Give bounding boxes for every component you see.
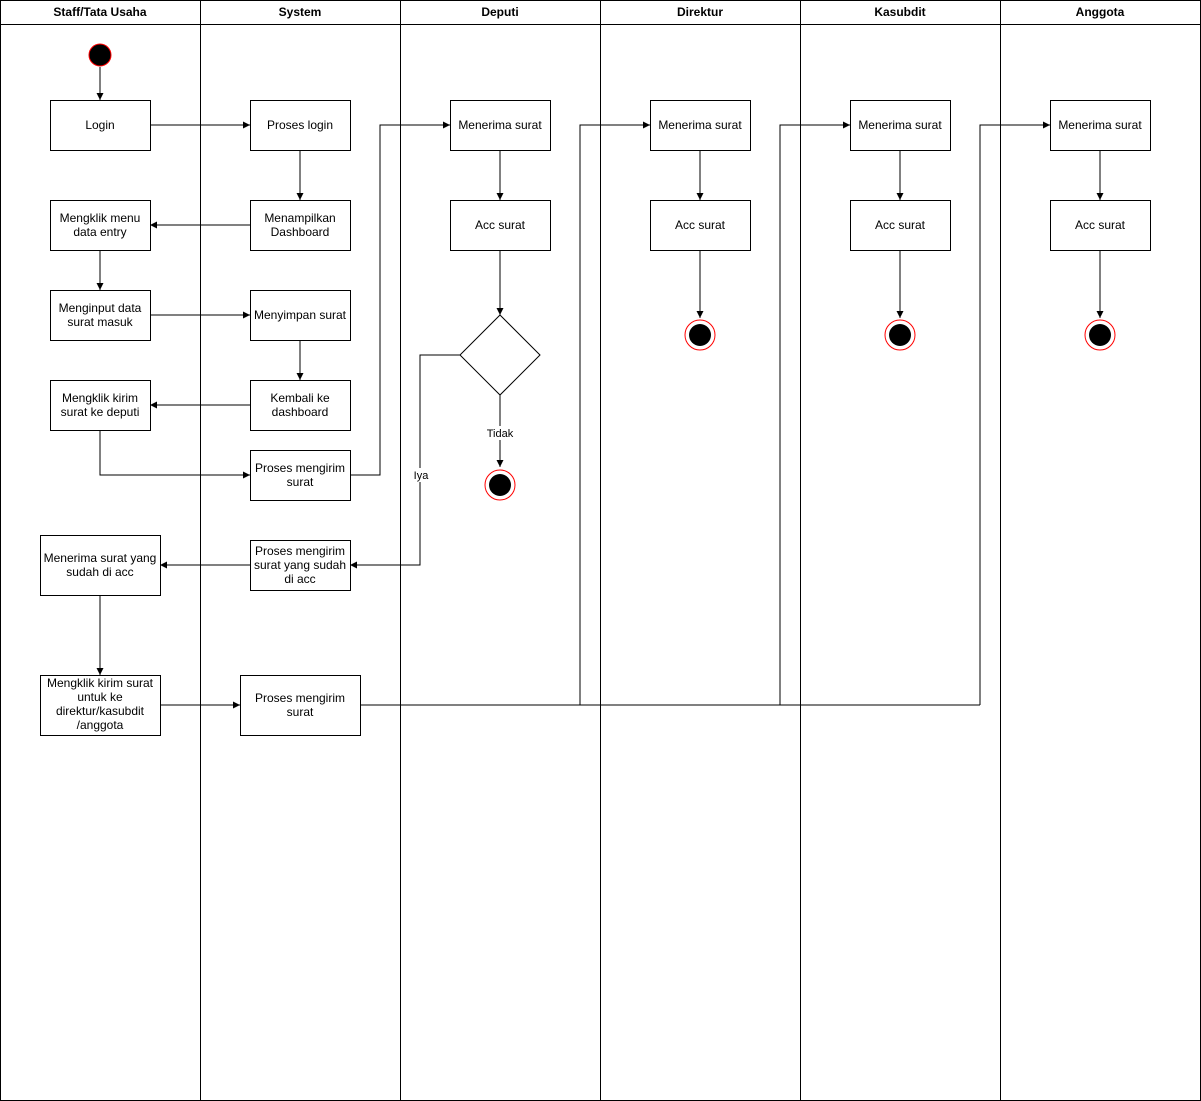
action-kembali (250, 380, 351, 431)
action-anggota-acc (1050, 200, 1151, 251)
edge-proses-to-deputi-menerima (350, 121, 450, 476)
edge-label-tidak: Tidak (487, 428, 514, 440)
edge-to-kasubdit (779, 121, 850, 705)
edge-label-bg (411, 468, 431, 482)
decision-diamond (459, 314, 541, 396)
end-node-core (689, 324, 711, 346)
edge-labels: Tidak Iya (411, 426, 514, 482)
label-anggota-acc: Acc surat (1075, 218, 1126, 232)
label-direktur-menerima: Menerima surat (658, 118, 742, 132)
action-kasubdit-acc (850, 200, 951, 251)
action-kasubdit-menerima (850, 100, 951, 151)
start-node (88, 43, 112, 67)
edge-to-anggota (979, 121, 1050, 705)
action-boxes (40, 100, 1151, 736)
end-node-anggota (1084, 319, 1116, 351)
label-kasubdit-acc: Acc surat (875, 218, 926, 232)
end-node-core (1089, 324, 1111, 346)
action-direktur-acc (650, 200, 751, 251)
label-kasubdit-menerima: Menerima surat (858, 118, 942, 132)
label-proses-login: Proses login (267, 118, 333, 132)
action-anggota-menerima (1050, 100, 1151, 151)
action-proses-mengirim-acc (250, 540, 351, 591)
action-deputi-menerima (450, 100, 551, 151)
action-proses-mengirim-2 (240, 675, 361, 736)
end-node-direktur (684, 319, 716, 351)
label-direktur-acc: Acc surat (675, 218, 726, 232)
action-menampilkan-dashboard (250, 200, 351, 251)
action-login (50, 100, 151, 151)
action-menyimpan (250, 290, 351, 341)
edge-label-iya: Iya (414, 470, 430, 482)
action-mengklik-menu (50, 200, 151, 251)
edge-label-bg (486, 426, 514, 440)
edge-kirim-deputi-to-proses (99, 430, 250, 479)
label-login: Login (85, 118, 114, 132)
action-direktur-menerima (650, 100, 751, 151)
action-menerima-acc (40, 535, 161, 596)
label-deputi-menerima: Menerima surat (458, 118, 542, 132)
lane-title-system: System (279, 5, 322, 19)
action-mengklik-kirim-deputi (50, 380, 151, 431)
end-node-deputi (484, 469, 516, 501)
edge-decision-iya (350, 354, 460, 569)
label-deputi-acc: Acc surat (475, 218, 526, 232)
lane-title-anggota: Anggota (1076, 5, 1125, 19)
lane-title-kasubdit: Kasubdit (874, 5, 925, 19)
end-node-kasubdit (884, 319, 916, 351)
action-deputi-acc (450, 200, 551, 251)
label-anggota-menerima: Menerima surat (1058, 118, 1142, 132)
label-menyimpan: Menyimpan surat (254, 308, 347, 322)
end-node-core (889, 324, 911, 346)
edge-to-direktur (579, 121, 650, 705)
action-proses-login (250, 100, 351, 151)
lane-title-direktur: Direktur (677, 5, 723, 19)
end-node-core (489, 474, 511, 496)
lane-title-staff: Staff/Tata Usaha (53, 5, 146, 19)
lane-title-deputi: Deputi (481, 5, 518, 19)
action-mengklik-kirim-semua (40, 675, 161, 736)
action-proses-mengirim-1 (250, 450, 351, 501)
action-menginput (50, 290, 151, 341)
